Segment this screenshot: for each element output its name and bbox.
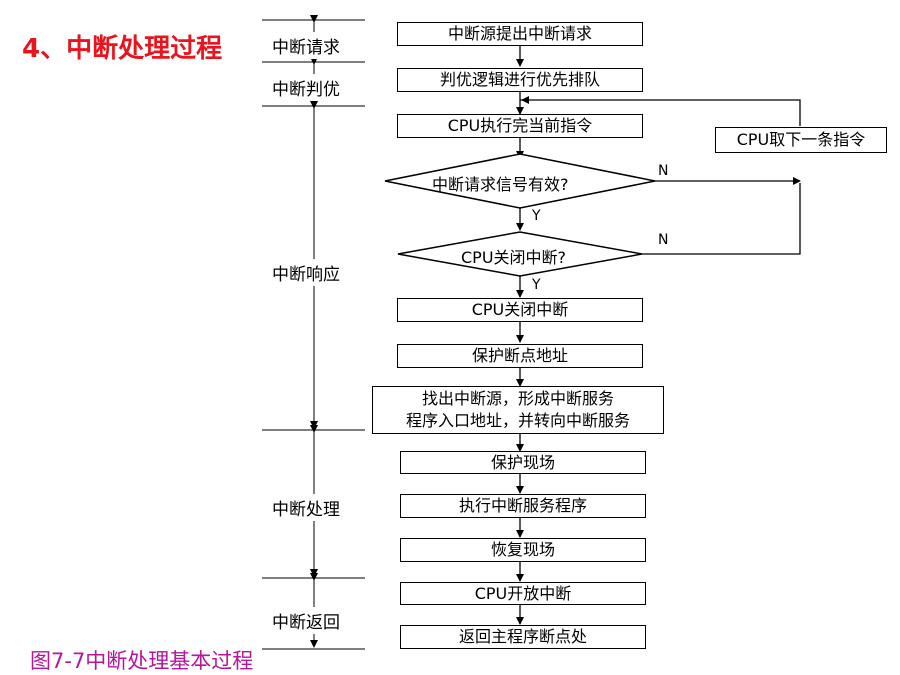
- step-save-breakpoint: 保护断点地址: [397, 344, 643, 368]
- decision-valid-label: 中断请求信号有效?: [432, 175, 569, 194]
- decision-closed-diamond: [397, 231, 643, 277]
- branch-yes-2: Y: [532, 277, 541, 293]
- phase-label-return: 中断返回: [270, 607, 342, 634]
- phase-label-priority: 中断判优: [270, 74, 342, 101]
- branch-no-1: N: [658, 163, 669, 179]
- branch-yes-1: Y: [532, 208, 541, 224]
- step-return-main: 返回主程序断点处: [400, 625, 646, 649]
- phase-label-response: 中断响应: [270, 259, 342, 286]
- step-find-source: 找出中断源，形成中断服务 程序入口地址，并转向中断服务: [372, 386, 664, 434]
- step-execute-current: CPU执行完当前指令: [397, 114, 643, 138]
- step-save-context: 保护现场: [400, 451, 646, 474]
- decision-closed-label: CPU关闭中断?: [461, 248, 567, 267]
- decision-valid-diamond: [384, 153, 656, 209]
- page-title: 4、中断处理过程: [22, 34, 223, 64]
- step-open-interrupt: CPU开放中断: [400, 582, 646, 605]
- step-find-source-line2: 程序入口地址，并转向中断服务: [405, 411, 630, 430]
- step-run-isr: 执行中断服务程序: [400, 494, 646, 518]
- step-fetch-next: CPU取下一条指令: [715, 127, 887, 153]
- step-restore-context: 恢复现场: [400, 538, 646, 562]
- phase-label-request: 中断请求: [270, 32, 342, 59]
- branch-no-2: N: [658, 232, 669, 248]
- step-raise-request: 中断源提出中断请求: [397, 22, 643, 46]
- step-find-source-line1: 找出中断源，形成中断服务: [421, 389, 614, 408]
- step-priority-queue: 判优逻辑进行优先排队: [397, 68, 643, 92]
- step-close-interrupt: CPU关闭中断: [397, 298, 643, 322]
- phase-label-handling: 中断处理: [270, 494, 342, 521]
- figure-caption: 图7-7中断处理基本过程: [30, 649, 254, 673]
